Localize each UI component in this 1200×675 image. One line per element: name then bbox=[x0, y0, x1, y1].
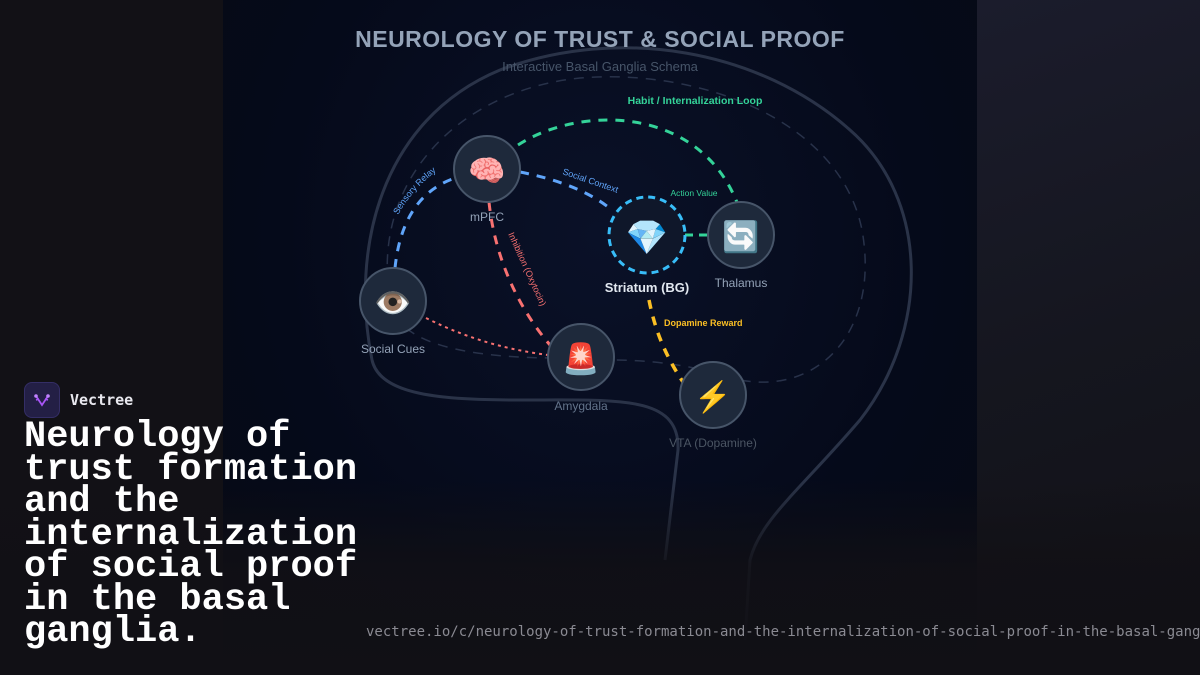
node-amygdala[interactable]: 🚨 Amygdala bbox=[547, 323, 615, 413]
vectree-logo-icon bbox=[24, 382, 60, 418]
brand-name: Vectree bbox=[70, 391, 134, 409]
siren-icon: 🚨 bbox=[562, 341, 599, 376]
edge-sensory-relay bbox=[393, 176, 456, 269]
head-outline bbox=[363, 46, 913, 641]
node-label: Striatum (BG) bbox=[605, 280, 690, 295]
social-context-label: Social Context bbox=[561, 166, 620, 195]
edge-habit-loop bbox=[517, 118, 740, 206]
diagram-title: NEUROLOGY OF TRUST & SOCIAL PROOF bbox=[355, 26, 845, 52]
eye-icon: 👁️ bbox=[374, 287, 411, 320]
dopamine-reward-label: Dopamine Reward bbox=[664, 318, 743, 328]
brand: Vectree bbox=[24, 382, 133, 418]
node-striatum[interactable]: 💎 Striatum (BG) bbox=[605, 195, 690, 295]
bottom-fade-overlay bbox=[0, 480, 1200, 675]
svg-text:Social Context: Social Context bbox=[561, 166, 620, 195]
node-mpfc[interactable]: 🧠 mPFC bbox=[453, 135, 521, 224]
node-thalamus[interactable]: 🔄 Thalamus bbox=[707, 201, 775, 290]
brain-icon: 🧠 bbox=[468, 155, 505, 188]
habit-loop-label: Habit / Internalization Loop bbox=[628, 95, 763, 107]
headline: Neurology of trust formation and the int… bbox=[24, 416, 358, 653]
brain-outline bbox=[386, 76, 866, 383]
node-label: Social Cues bbox=[361, 342, 425, 356]
lightning-icon: ⚡ bbox=[694, 379, 731, 415]
node-social-cues[interactable]: 👁️ Social Cues bbox=[359, 267, 427, 356]
edge-inhibition bbox=[487, 201, 552, 346]
gem-icon: 💎 bbox=[626, 219, 668, 257]
node-label: Amygdala bbox=[554, 399, 608, 413]
node-vta[interactable]: ⚡ VTA (Dopamine) bbox=[669, 361, 757, 450]
cycle-arrows-icon: 🔄 bbox=[722, 219, 759, 254]
page-url[interactable]: vectree.io/c/neurology-of-trust-formatio… bbox=[366, 624, 1200, 640]
edge-dopamine-reward bbox=[647, 299, 685, 383]
inhibition-label: Inhibition (Oxytocin) bbox=[506, 231, 548, 308]
svg-text:Inhibition (Oxytocin): Inhibition (Oxytocin) bbox=[506, 231, 548, 308]
action-value-label: Action Value bbox=[670, 188, 717, 198]
node-label: VTA (Dopamine) bbox=[669, 436, 757, 450]
node-label: Thalamus bbox=[715, 276, 768, 290]
edge-social-cues-amygdala bbox=[425, 317, 549, 356]
node-label: mPFC bbox=[470, 210, 504, 224]
edge-social-context bbox=[519, 170, 613, 212]
diagram-subtitle: Interactive Basal Ganglia Schema bbox=[502, 59, 699, 74]
